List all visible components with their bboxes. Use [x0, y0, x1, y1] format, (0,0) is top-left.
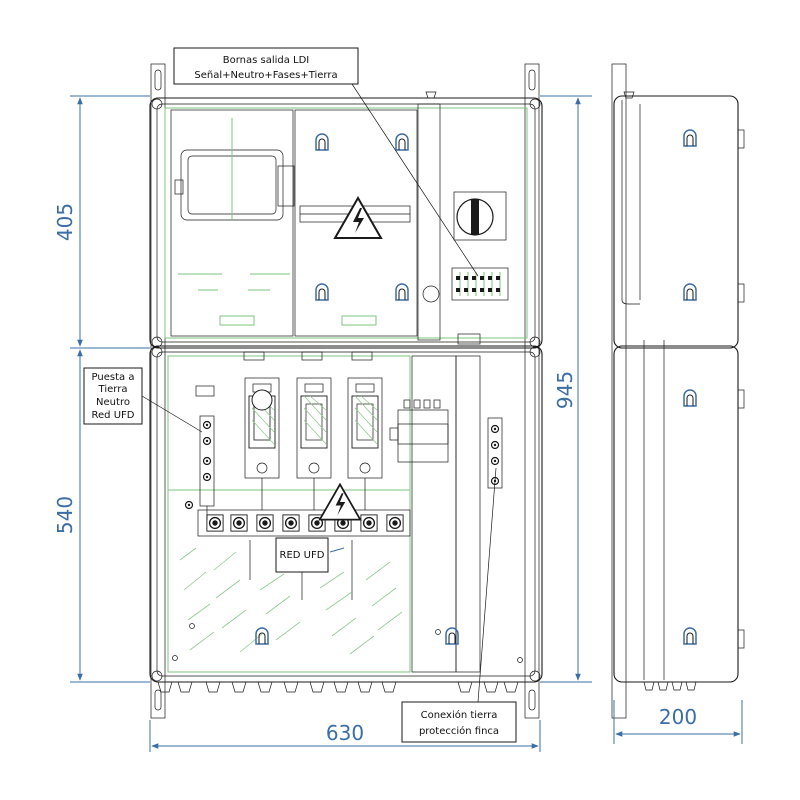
- door-lock-icon: [395, 283, 409, 301]
- callout-conexion-line1: Conexión tierra: [421, 709, 498, 721]
- upper-enclosure: [149, 97, 697, 349]
- main-switch: [453, 191, 507, 241]
- right-mounting-rail: [524, 63, 540, 719]
- lower-enclosure: RED UFD: [149, 345, 543, 683]
- busbar: [184, 500, 411, 537]
- cable-glands: [157, 91, 519, 693]
- red-ufd-label: RED UFD: [280, 550, 325, 561]
- door-lock-icon: [683, 389, 697, 407]
- dimension-width: 630: [326, 721, 364, 745]
- cable-channel: [417, 103, 441, 341]
- callout-ldi-line1: Bornas salida LDI: [223, 55, 310, 66]
- callout-puesta-line3: Neutro: [96, 397, 130, 408]
- callout-ldi: Bornas salida LDI Señal+Neutro+Fases+Tie…: [173, 47, 479, 277]
- door-lock-icon: [683, 627, 697, 645]
- callout-ldi-line2: Señal+Neutro+Fases+Tierra: [194, 70, 337, 81]
- callout-puesta-line4: Red UFD: [92, 410, 135, 421]
- door-lock-icon: [683, 129, 697, 147]
- dimension-total-height: 945: [553, 371, 577, 409]
- rail-slots: [154, 69, 536, 711]
- neutral-earth-terminal: [199, 415, 215, 520]
- callout-puesta-line2: Tierra: [98, 384, 128, 395]
- red-ufd-box: [275, 537, 329, 573]
- front-view: RED UFD: [149, 63, 697, 719]
- side-view: [611, 63, 745, 719]
- left-mounting-rail: [150, 63, 166, 719]
- door-lock-icon: [395, 133, 409, 151]
- transparent-window-hatch: [179, 547, 403, 655]
- callout-conexion-line2: protección finca: [419, 725, 499, 737]
- contactor: [389, 399, 449, 463]
- fuse-holders: [244, 377, 383, 479]
- door-lock-icon: [315, 283, 329, 301]
- high-voltage-warning-icon: [334, 197, 382, 239]
- ldi-terminal-block: [451, 267, 509, 301]
- callout-puesta-line1: Puesta a: [92, 372, 135, 383]
- callout-puesta-tierra: Puesta a Tierra Neutro Red UFD: [83, 367, 203, 433]
- callout-conexion-tierra: Conexión tierra protección finca: [401, 467, 517, 743]
- dimension-upper-height: 405: [53, 203, 77, 241]
- earth-terminal: [487, 417, 503, 489]
- door-lock-icon: [255, 627, 269, 645]
- door-lock-icon: [683, 283, 697, 301]
- dimension-lower-height: 540: [53, 496, 77, 534]
- dimension-lines: 405 540 945 630 200: [53, 95, 743, 752]
- door-lock-icon: [315, 133, 329, 151]
- dimension-depth: 200: [659, 705, 697, 729]
